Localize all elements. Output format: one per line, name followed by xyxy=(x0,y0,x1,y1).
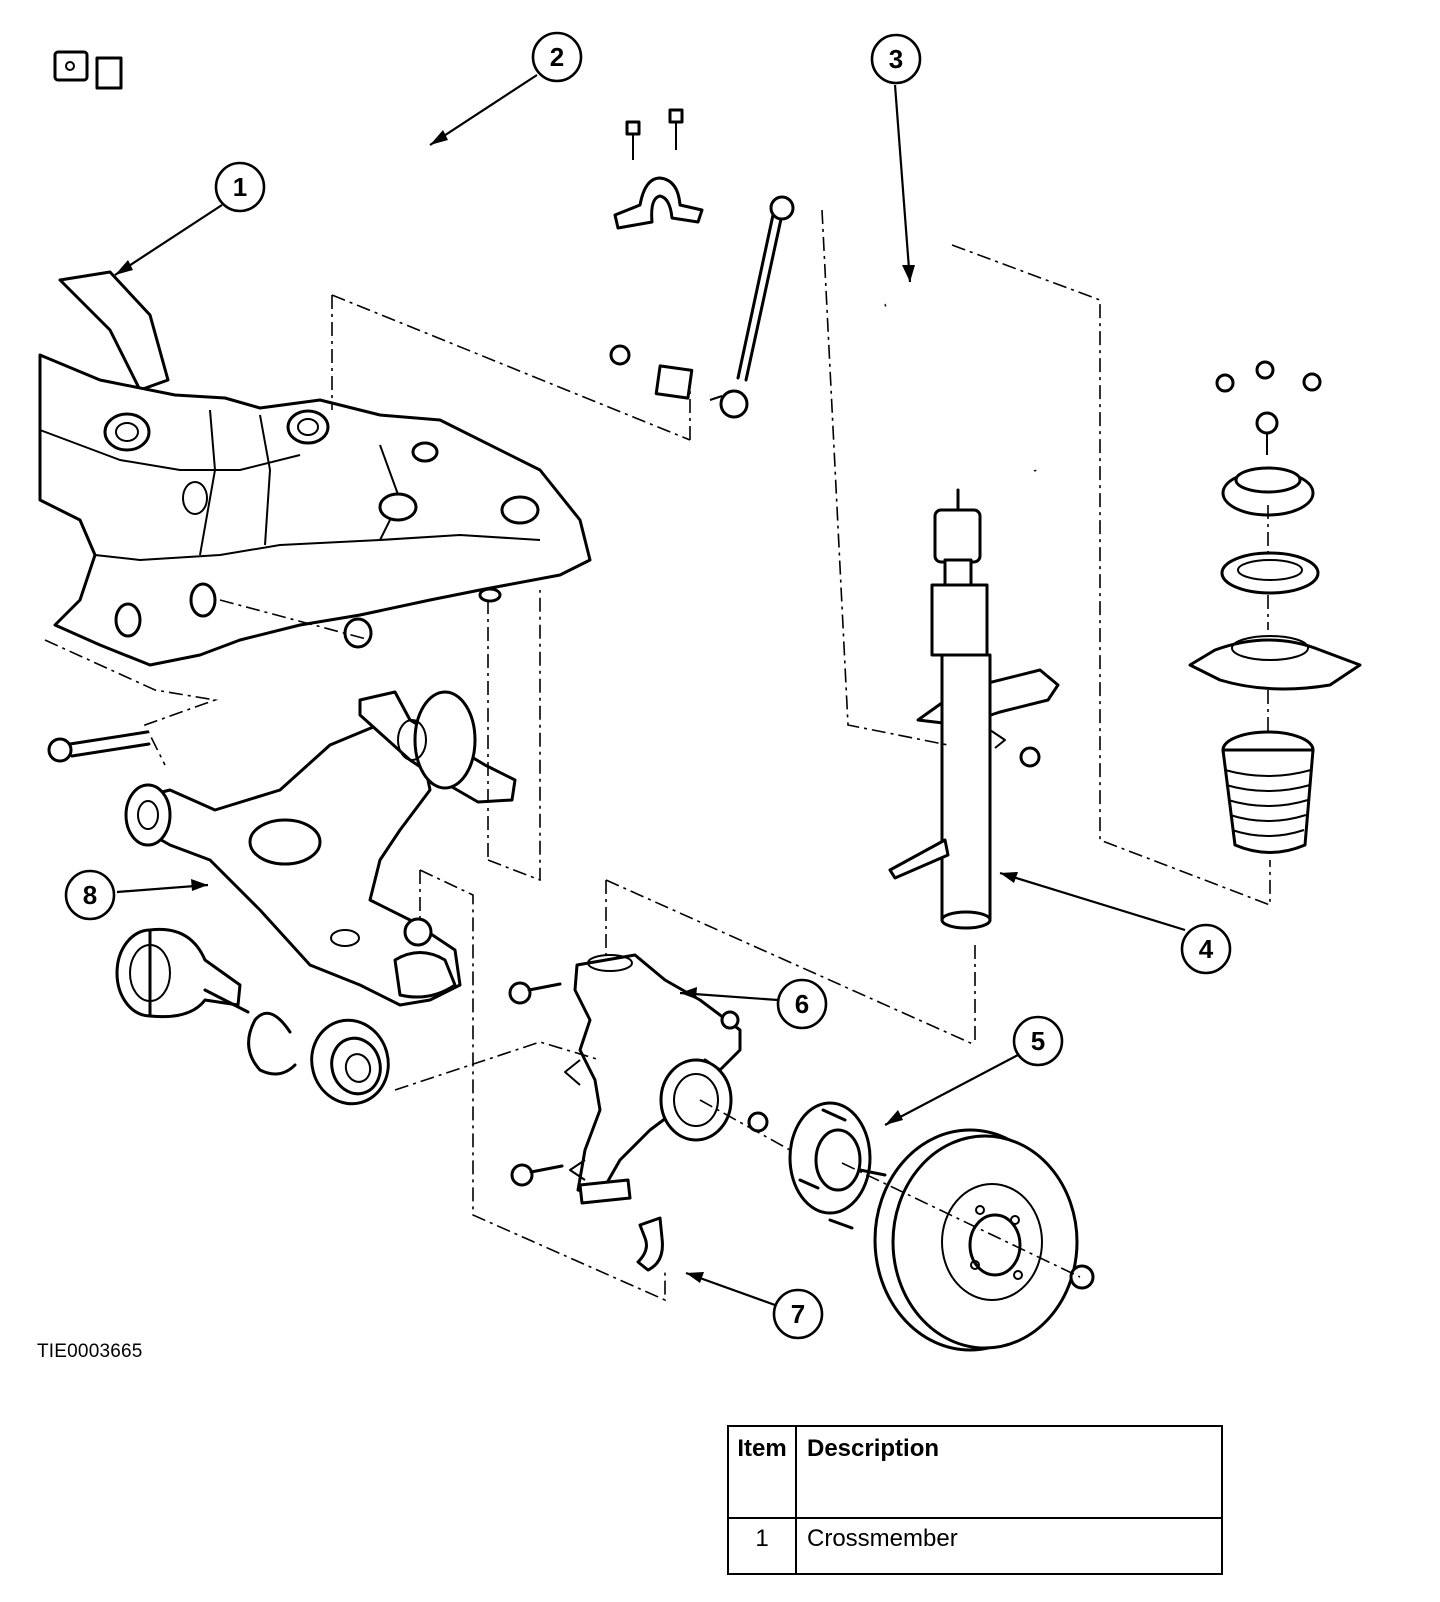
dust-boot xyxy=(1221,730,1315,854)
knuckle-nut xyxy=(747,1111,769,1133)
callout-4: 4 xyxy=(1180,923,1232,975)
crossmember xyxy=(38,270,592,667)
legend-table: Item Description 1 Crossmember xyxy=(727,1425,1223,1575)
stabilizer-bar xyxy=(53,28,729,400)
strut-mount xyxy=(1215,360,1322,517)
svg-text:6: 6 xyxy=(795,989,809,1019)
callout-8: 8 xyxy=(64,869,116,921)
wheel-bearing xyxy=(310,1018,390,1106)
legend-header-row: Item Description xyxy=(727,1425,1223,1519)
callout-1: 1 xyxy=(214,161,266,213)
legend-item-number: 1 xyxy=(727,1517,797,1575)
callout-5: 5 xyxy=(1012,1015,1064,1067)
legend-header-item: Item xyxy=(727,1425,797,1519)
mount-bearing xyxy=(1220,551,1320,595)
svg-text:8: 8 xyxy=(83,880,97,910)
lower-arm-bolt xyxy=(47,730,151,763)
callout-2: 2 xyxy=(531,31,583,83)
knuckle-lower-bolt xyxy=(510,1163,564,1187)
callout-6: 6 xyxy=(776,978,828,1030)
svg-text:3: 3 xyxy=(889,44,903,74)
brake-shield-bracket xyxy=(636,1216,664,1272)
shock-absorber-strut xyxy=(888,488,1060,930)
stabilizer-bracket xyxy=(609,108,704,366)
svg-text:2: 2 xyxy=(550,42,564,72)
callout-leaders xyxy=(114,74,1186,1307)
wheel-knuckle xyxy=(564,953,742,1205)
legend-header-description: Description xyxy=(795,1425,1223,1519)
spring-seat xyxy=(1188,635,1362,691)
coil-spring xyxy=(884,291,1038,472)
knuckle-pinch-bolt xyxy=(508,981,562,1005)
circlip xyxy=(247,1011,297,1076)
svg-text:5: 5 xyxy=(1031,1026,1045,1056)
svg-text:1: 1 xyxy=(233,172,247,202)
drive-shaft-joint xyxy=(115,927,250,1019)
legend-item-description: Crossmember xyxy=(795,1517,1223,1575)
assembly-guide-lines xyxy=(44,209,1271,1302)
stabilizer-link xyxy=(709,195,795,419)
table-row: 1 Crossmember xyxy=(727,1517,1223,1575)
callout-3: 3 xyxy=(870,33,922,85)
svg-text:4: 4 xyxy=(1199,934,1214,964)
callout-7: 7 xyxy=(772,1288,824,1340)
lower-arm xyxy=(124,690,517,1007)
svg-text:7: 7 xyxy=(791,1299,805,1329)
wheel-hub xyxy=(788,1101,887,1230)
brake-disc xyxy=(873,1128,1095,1352)
figure-code: TIE0003665 xyxy=(37,1341,143,1362)
